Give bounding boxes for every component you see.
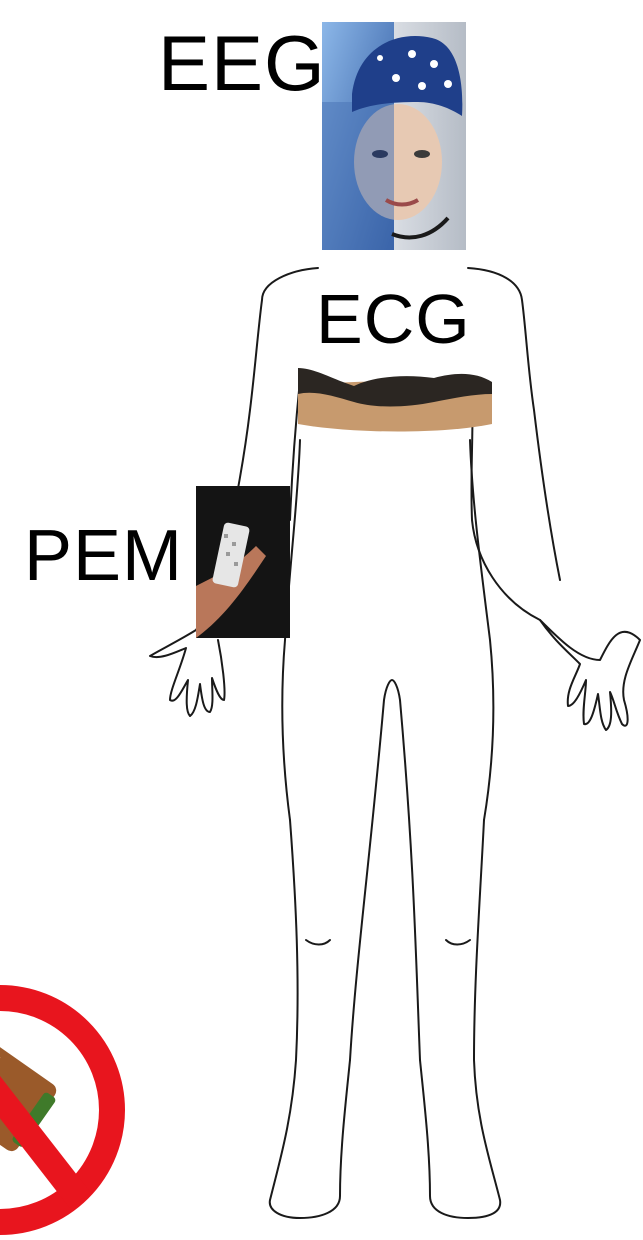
- ecg-photo: [294, 364, 496, 436]
- eeg-photo: [322, 22, 466, 250]
- no-battery-icon: [0, 950, 130, 1240]
- pem-photo: [196, 486, 290, 638]
- chest-strap-photo-icon: [294, 364, 496, 436]
- pem-label: PEM: [24, 520, 183, 592]
- ecg-label: ECG: [316, 284, 471, 354]
- wrist-sensor-photo-icon: [196, 486, 290, 638]
- eeg-label: EEG: [158, 24, 326, 102]
- eeg-cap-photo-icon: [322, 22, 466, 250]
